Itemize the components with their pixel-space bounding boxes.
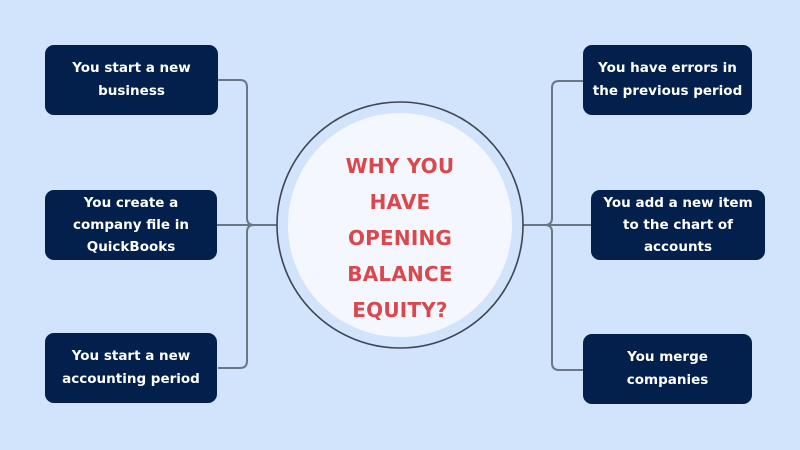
node-errors-previous-period: You have errors in the previous period [583,45,752,115]
center-title-line: WHY YOU [345,154,455,178]
node-text-line: You start a new [71,348,191,364]
node-text-line: You add a new item [603,195,753,211]
node-text-line: accounting period [62,371,200,387]
node-text-line: companies [626,372,709,388]
center-title: WHY YOU HAVE OPENING BALANCE EQUITY? [320,148,480,328]
right-connector [522,80,591,371]
node-merge-companies: You merge companies [583,334,752,404]
node-text-line: QuickBooks [86,239,176,255]
node-text-line: to the chart of [622,217,734,233]
node-text-line: company file in [73,217,189,233]
node-text-line: business [98,83,165,99]
node-text-line: You create a [83,195,179,211]
center-circle-fill [288,113,512,337]
node-start-new-business: You start a new business [45,45,218,115]
center-title-line: EQUITY? [352,298,448,322]
left-connector [217,79,278,369]
node-text-line: You start a new [72,60,191,76]
center-title-line: BALANCE [347,262,453,286]
node-text-line: You have errors in [598,60,737,76]
node-text-line: You merge [627,349,708,365]
node-text-line: the previous period [592,83,743,99]
node-new-accounting-period: You start a new accounting period [45,333,217,403]
node-create-company-file: You create a company file in QuickBooks [45,190,217,260]
node-text-line: accounts [643,239,713,255]
center-title-line: HAVE OPENING [347,190,453,250]
node-new-chart-item: You add a new item to the chart of accou… [591,190,765,260]
